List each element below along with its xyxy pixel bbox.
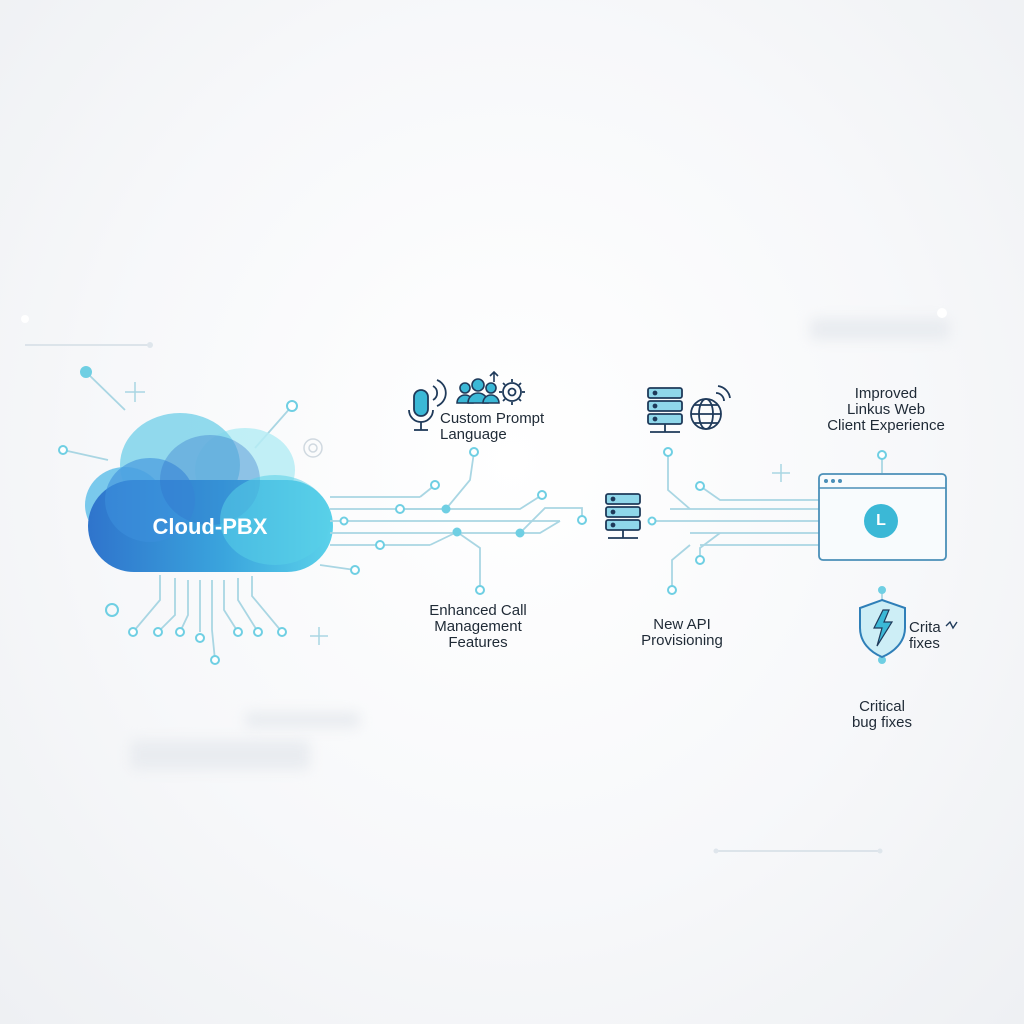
linkus-label: Improved Linkus Web Client Experience xyxy=(827,385,945,434)
server-icon xyxy=(605,493,641,539)
cloud-shape xyxy=(85,413,333,572)
bug-fixes-label: Critical bug fixes xyxy=(851,698,913,731)
background-blur-bar xyxy=(130,740,310,770)
background-blur-bar xyxy=(810,318,950,340)
server-icon xyxy=(647,387,683,433)
enhanced-call-label: Enhanced Call Management Features xyxy=(429,602,527,651)
gear-icon xyxy=(499,379,525,405)
circuit-node xyxy=(58,366,360,665)
cloud-label: Cloud-PBX xyxy=(152,514,268,539)
cloud-circuit xyxy=(62,371,356,661)
custom-prompt-label: Custom Prompt Language xyxy=(440,410,545,443)
browser-avatar-letter: L xyxy=(876,512,886,529)
decorative-line xyxy=(21,308,947,854)
browser-window-icon xyxy=(818,473,947,561)
new-api-label: New API Provisioning xyxy=(641,616,723,649)
shield-text: Crita fixes xyxy=(909,619,941,652)
users-icon xyxy=(456,370,500,404)
background-blur-bar xyxy=(245,712,360,728)
main-circuit xyxy=(330,451,883,660)
target-icon xyxy=(303,438,323,458)
microphone-icon xyxy=(408,379,447,431)
plus-icon xyxy=(125,382,790,645)
shield-icon xyxy=(859,598,958,659)
globe-icon xyxy=(690,385,731,430)
circuit-node xyxy=(339,447,887,664)
